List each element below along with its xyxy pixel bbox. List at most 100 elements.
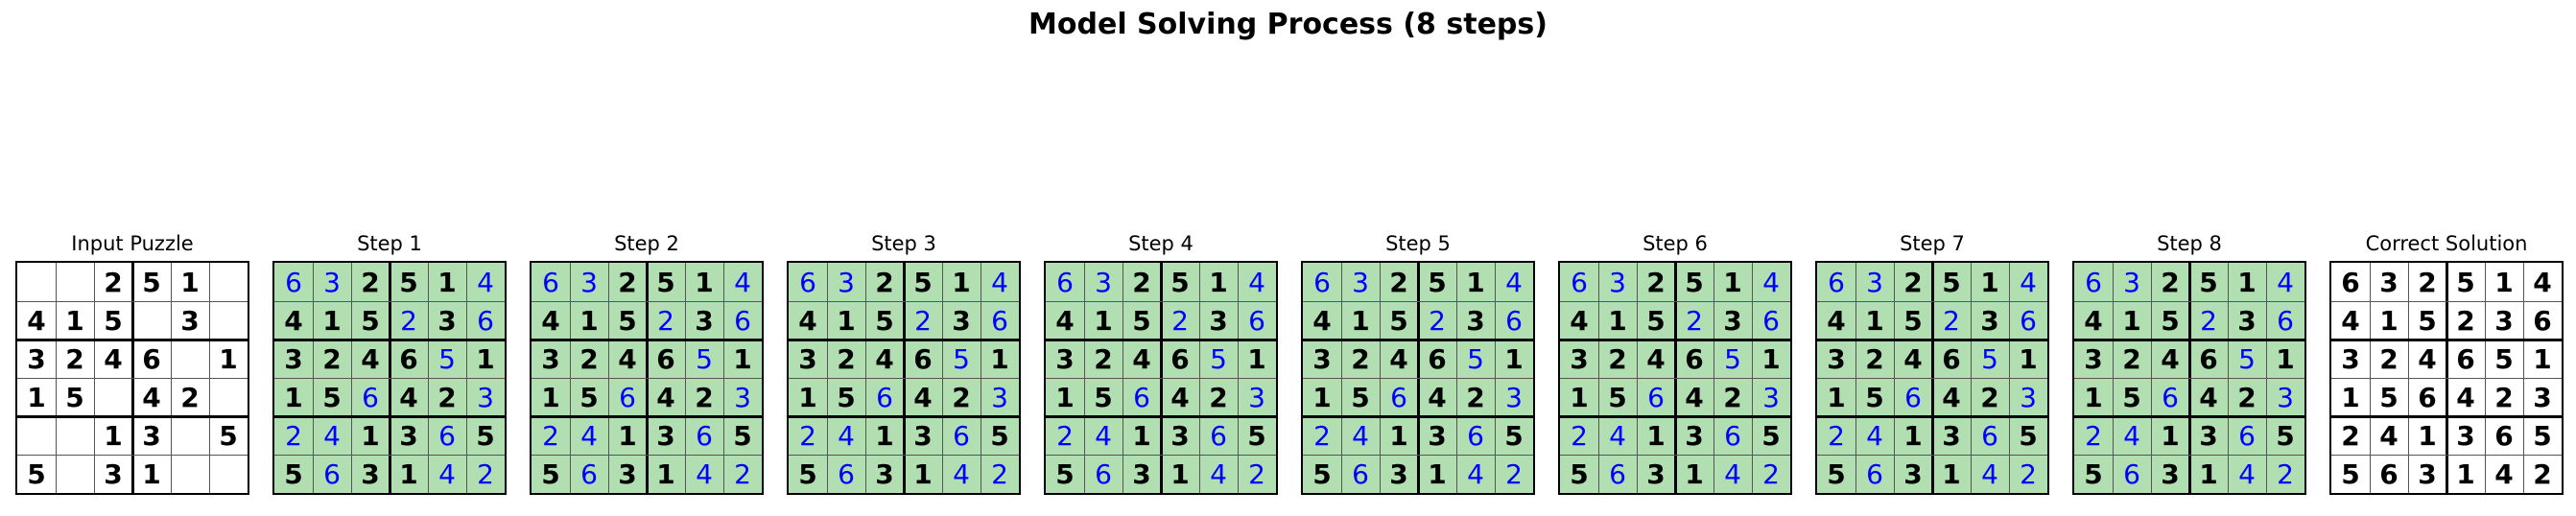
grid-cell: 4 [2533,266,2552,298]
grid-line-horizontal [1046,377,1276,379]
grid-cell: 5 [1084,378,1123,416]
grid-cell: 4 [1123,340,1161,378]
grid-cell: 1 [2418,419,2437,452]
grid-cell: 5 [65,381,84,413]
grid-cell: 3 [865,455,904,493]
grid-cell: 2 [570,340,608,378]
grid-cell: 4 [466,263,505,301]
grid-line-horizontal [1560,377,1790,379]
grid-cell: 2 [2228,378,2266,416]
grid-cell: 3 [2494,304,2514,337]
grid-cell: 2 [1637,263,1675,301]
grid-cell: 3 [466,378,505,416]
grid-cell: 5 [2379,381,2399,413]
grid-cell: 3 [1598,263,1637,301]
grid-cell: 3 [1560,340,1598,378]
box-divider-horizontal [2074,338,2304,341]
grid-cell: 4 [942,455,981,493]
panel-title: Step 7 [1900,232,1965,255]
grid-cell: 2 [723,455,762,493]
grid-cell: 3 [1084,263,1123,301]
grid-cell: 1 [1380,416,1418,455]
box-divider-horizontal [532,338,762,341]
grid-cell: 5 [1675,263,1713,301]
grid-cell: 3 [2113,263,2151,301]
grid-cell: 1 [1713,263,1752,301]
grid-cell: 6 [1675,340,1713,378]
grid-cell: 4 [1456,455,1495,493]
grid-line-horizontal [1817,454,2047,456]
grid-cell: 4 [827,416,865,455]
grid-cell: 6 [827,455,865,493]
grid-cell: 6 [789,263,827,301]
grid-cell: 1 [1560,378,1598,416]
grid-cell: 3 [1161,416,1199,455]
grid-cell: 5 [2074,455,2113,493]
grid-cell: 5 [390,263,428,301]
grid-cell: 1 [1161,455,1199,493]
grid-cell: 2 [1752,455,1790,493]
grid-cell: 4 [1199,455,1238,493]
grid-cell: 4 [1380,340,1418,378]
box-divider-horizontal [1046,414,1276,418]
grid-cell: 2 [647,301,685,340]
box-divider-horizontal [1046,338,1276,341]
grid-cell: 1 [274,378,313,416]
grid-cell: 5 [466,416,505,455]
grid-cell: 4 [1560,301,1598,340]
grid-cell: 2 [1894,263,1932,301]
grid-cell: 6 [647,340,685,378]
grid-cell: 6 [390,340,428,378]
grid-cell: 2 [2151,263,2189,301]
grid-cell: 3 [532,340,570,378]
grid-cell: 4 [313,416,351,455]
grid-cell: 3 [142,419,161,452]
box-divider-horizontal [2331,414,2562,418]
grid-line-horizontal [789,300,1019,302]
grid-cell: 2 [274,416,313,455]
grid-line-horizontal [1303,454,1533,456]
grid-cell: 5 [1123,301,1161,340]
grid-cell: 5 [647,263,685,301]
grid-line-horizontal [2331,454,2562,456]
grid-cell: 1 [2379,304,2399,337]
grid-cell: 2 [2266,455,2304,493]
grid-cell: 4 [1084,416,1123,455]
grid-cell: 1 [2494,266,2514,298]
grid-cell: 5 [570,378,608,416]
grid-cell: 1 [1199,263,1238,301]
grid-cell: 4 [2074,301,2113,340]
grid-cell: 4 [428,455,466,493]
grid-cell: 3 [1456,301,1495,340]
grid-cell: 2 [1495,455,1533,493]
grid-line-horizontal [2074,377,2304,379]
grid-cell: 2 [1971,378,2009,416]
grid-cell: 3 [390,416,428,455]
grid-cell: 3 [2533,381,2552,413]
grid-cell: 3 [1495,378,1533,416]
box-divider-horizontal [2331,338,2562,341]
grid-cell: 4 [2151,340,2189,378]
grid-cell: 5 [1046,455,1084,493]
grid-cell: 3 [570,263,608,301]
grid-cell: 2 [466,455,505,493]
grid-cell: 3 [647,416,685,455]
grid-cell: 5 [219,419,238,452]
grid-cell: 2 [2494,381,2514,413]
grid-cell: 3 [827,263,865,301]
grid-line-horizontal [274,377,505,379]
grid-cell: 3 [942,301,981,340]
grid-cell: 1 [942,263,981,301]
grid-cell: 6 [313,455,351,493]
grid-cell: 2 [2189,301,2228,340]
grid-cell: 4 [1598,416,1637,455]
grid-cell: 2 [1123,263,1161,301]
grid-cell: 5 [827,378,865,416]
box-divider-horizontal [274,338,505,341]
grid-cell: 5 [2533,419,2552,452]
grid-cell: 5 [1161,263,1199,301]
grid-cell: 6 [1560,263,1598,301]
grid-cell: 6 [1637,378,1675,416]
